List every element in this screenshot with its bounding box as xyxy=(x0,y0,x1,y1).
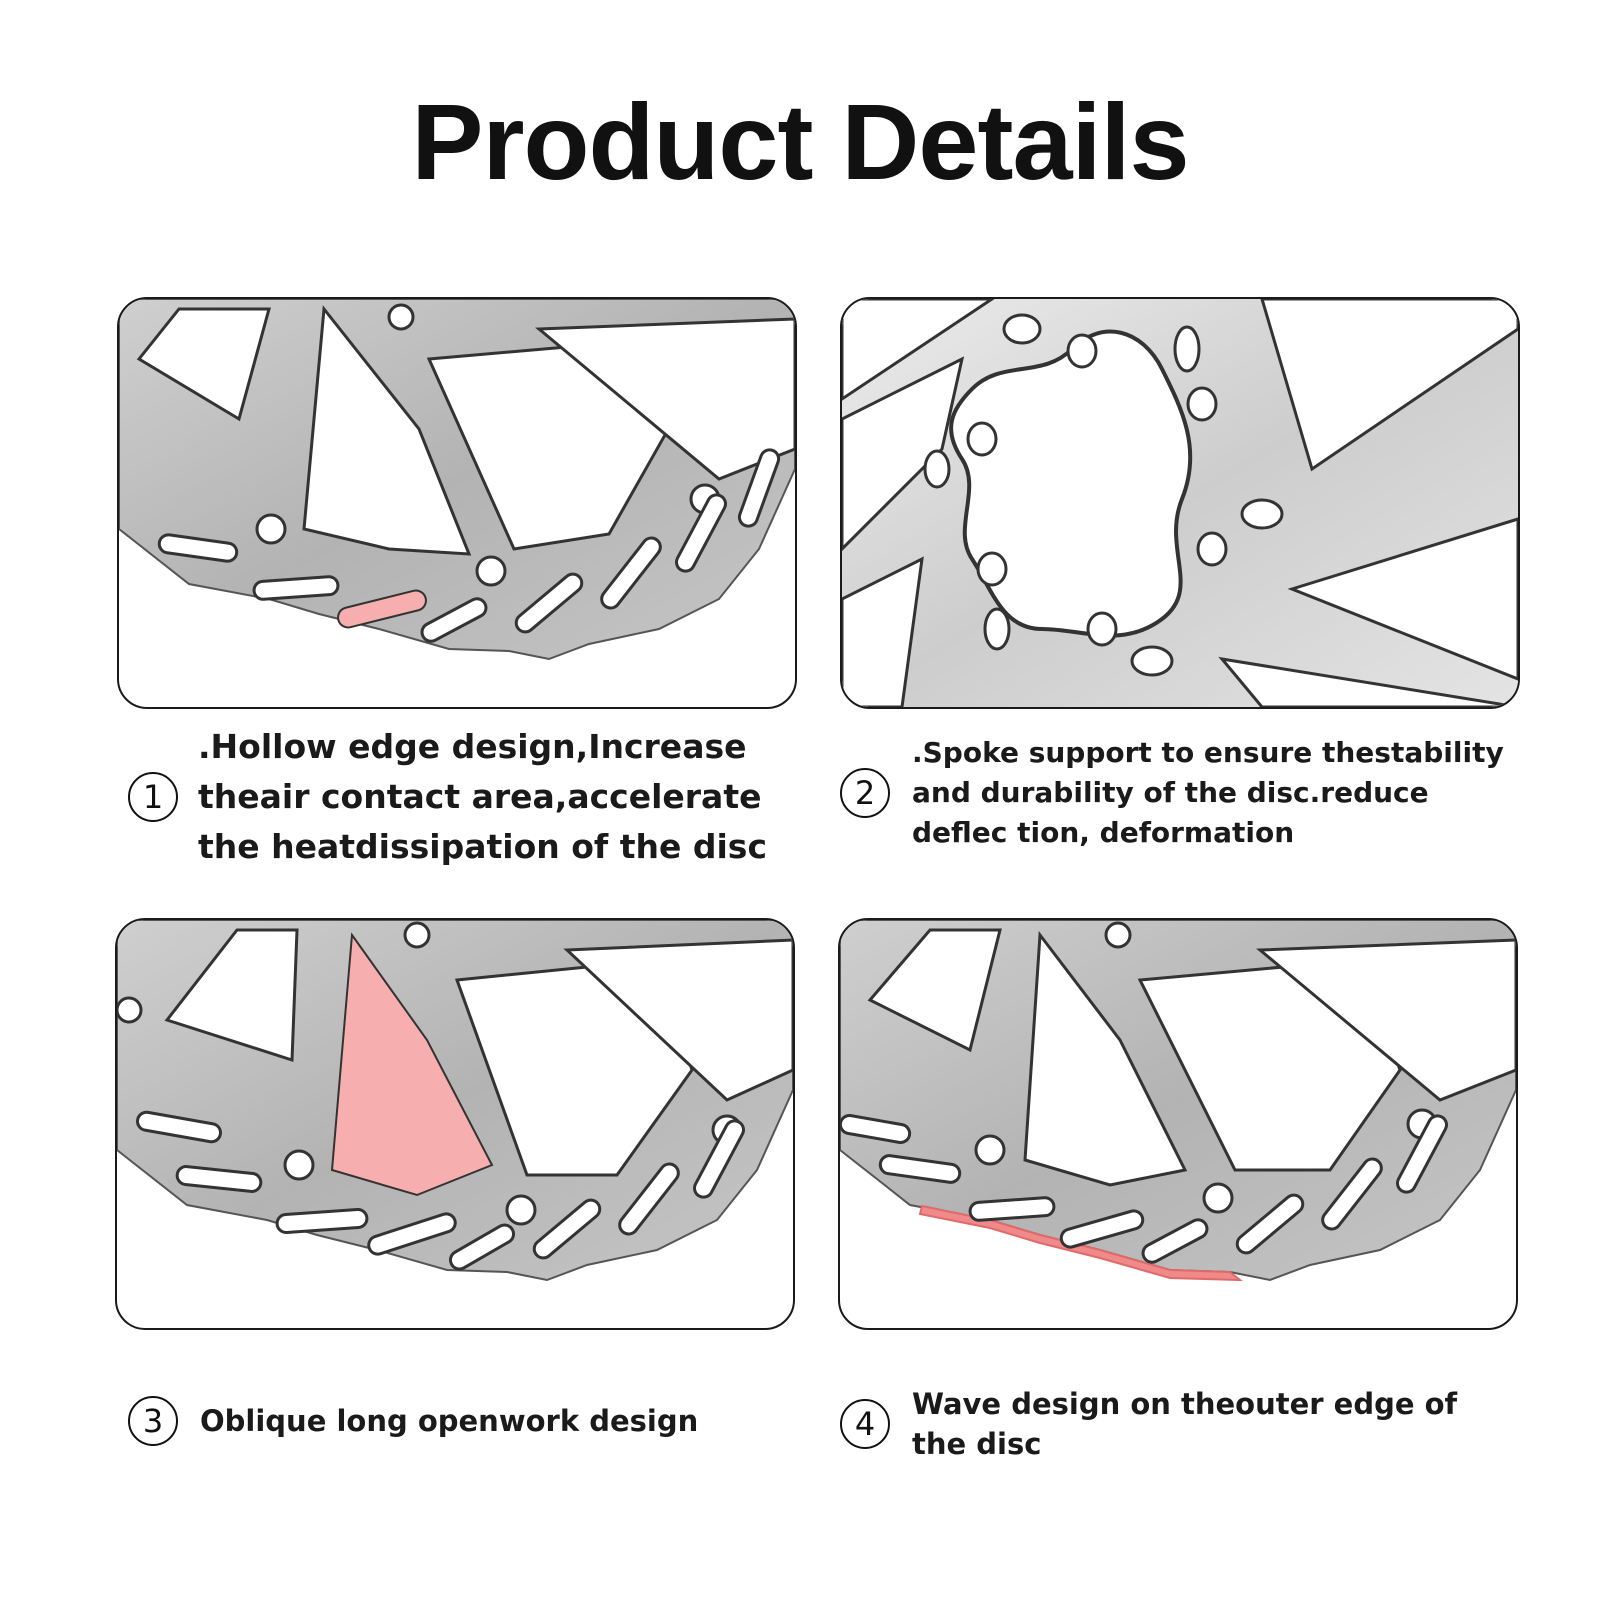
feature-text: .Hollow edge design,Increase theair cont… xyxy=(198,727,768,866)
feature-text: Oblique long openwork design xyxy=(200,1404,699,1438)
number-badge: 4 xyxy=(840,1399,890,1449)
disc-rotor-image xyxy=(117,920,793,1282)
number-badge: 2 xyxy=(840,768,890,818)
feature-text: Wave design on theouter edge of the disc xyxy=(912,1387,1458,1461)
page-title: Product Details xyxy=(411,81,1189,202)
feature-image-3 xyxy=(115,918,795,1330)
disc-rotor-image xyxy=(840,920,1516,1282)
disc-rotor-image xyxy=(842,299,1518,707)
disc-rotor-image xyxy=(119,299,795,661)
feature-image-2 xyxy=(840,297,1520,709)
feature-caption-3: 3 Oblique long openwork design xyxy=(128,1396,698,1446)
feature-caption-2: 2 .Spoke support to ensure thestability … xyxy=(840,733,1532,853)
feature-image-1 xyxy=(117,297,797,709)
number-badge: 3 xyxy=(128,1396,178,1446)
number-badge: 1 xyxy=(128,772,178,822)
feature-text: .Spoke support to ensure thestability an… xyxy=(912,736,1504,849)
feature-image-4 xyxy=(838,918,1518,1330)
feature-caption-1: 1 .Hollow edge design,Increase theair co… xyxy=(128,722,788,872)
feature-caption-4: 4 Wave design on theouter edge of the di… xyxy=(840,1384,1472,1464)
